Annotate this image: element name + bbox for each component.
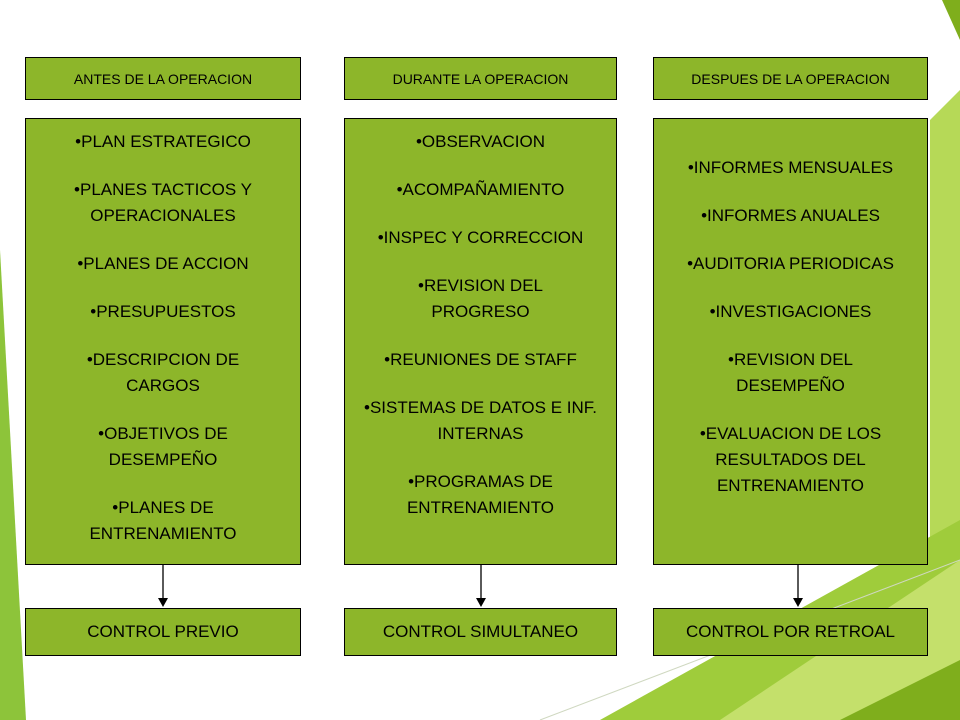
list-item: •INFORMES ANUALES <box>701 206 880 225</box>
list-item: •PLANES TACTICOS Y OPERACIONALES <box>74 180 252 225</box>
header-after-operation: DESPUES DE LA OPERACION <box>653 57 928 100</box>
list-item: •ACOMPAÑAMIENTO <box>396 180 565 199</box>
down-arrow-icon <box>793 565 803 607</box>
list-item: •DESCRIPCION DE CARGOS <box>86 350 240 395</box>
left-edge-stripe <box>0 250 26 720</box>
list-item: •INSPEC Y CORRECCION <box>377 228 584 247</box>
control-previo-box: CONTROL PREVIO <box>25 608 301 656</box>
list-item: •INVESTIGACIONES <box>709 302 872 321</box>
top-right-triangle <box>942 0 960 40</box>
list-item: •INFORMES MENSUALES <box>687 158 894 177</box>
list-item: •PLAN ESTRATEGICO <box>75 132 251 151</box>
list-item: •REUNIONES DE STAFF <box>384 350 577 369</box>
list-item: •EVALUACION DE LOS RESULTADOS DEL ENTREN… <box>699 424 882 495</box>
list-item: •PLANES DE ENTRENAMIENTO <box>89 498 237 543</box>
bottom-right-dark-stripe <box>840 660 960 720</box>
list-item: •OBJETIVOS DE DESEMPEÑO <box>98 424 228 469</box>
down-arrow-icon <box>158 565 168 607</box>
list-item: •REVISION DEL DESEMPEÑO <box>728 350 853 395</box>
list-item: •PLANES DE ACCION <box>77 254 249 273</box>
down-arrow-icon <box>476 565 486 607</box>
list-item: •AUDITORIA PERIODICAS <box>687 254 894 273</box>
before-operation-list: •PLAN ESTRATEGICO •PLANES TACTICOS Y OPE… <box>25 118 301 565</box>
list-item: •REVISION DEL PROGRESO <box>418 276 543 321</box>
control-retroal-box: CONTROL POR RETROAL <box>653 608 928 656</box>
list-item: •OBSERVACION <box>415 132 546 151</box>
header-before-operation: ANTES DE LA OPERACION <box>25 57 301 100</box>
list-item: •PROGRAMAS DE ENTRENAMIENTO <box>406 472 555 517</box>
list-item: •SISTEMAS DE DATOS E INF. INTERNAS <box>364 398 597 443</box>
header-during-operation: DURANTE LA OPERACION <box>344 57 617 100</box>
list-item: •PRESUPUESTOS <box>90 302 236 321</box>
after-operation-list: •INFORMES MENSUALES •INFORMES ANUALES •A… <box>653 118 928 565</box>
control-simultaneo-box: CONTROL SIMULTANEO <box>344 608 617 656</box>
during-operation-list: •OBSERVACION •ACOMPAÑAMIENTO •INSPEC Y C… <box>344 118 617 565</box>
